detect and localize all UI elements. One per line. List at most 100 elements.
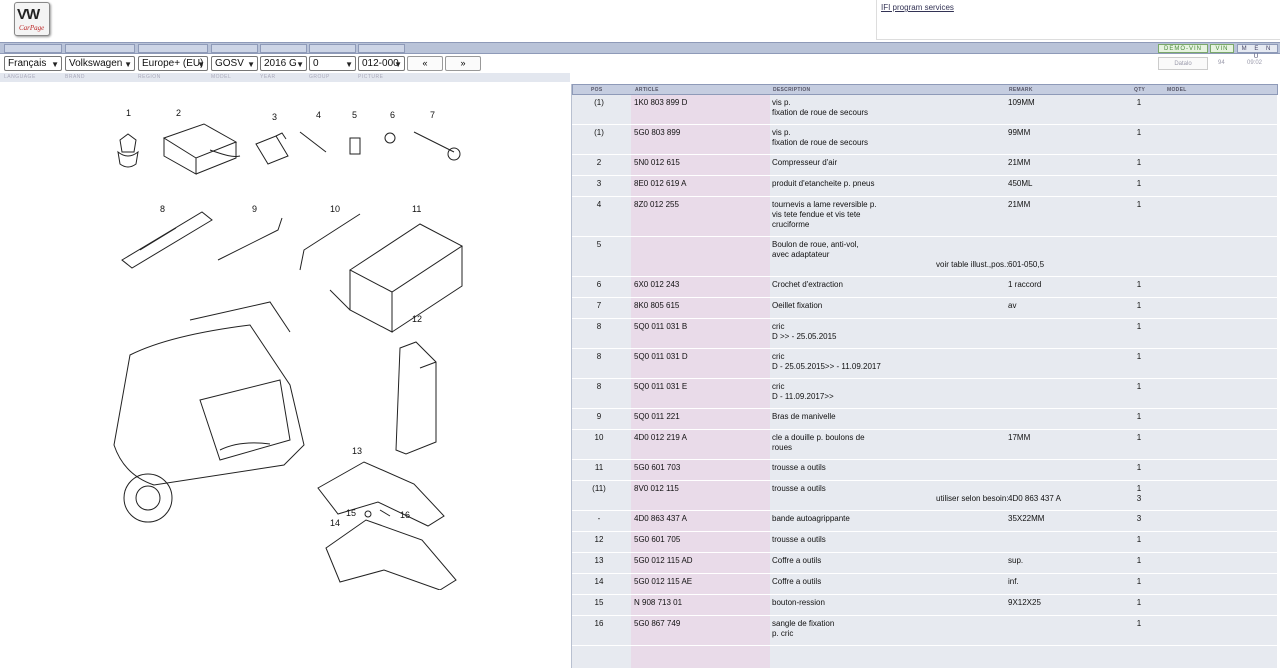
callout-5[interactable]: 5 [352,110,357,120]
part-8-drawing[interactable] [121,211,213,269]
col-qty[interactable]: QTY [1134,87,1146,93]
part-10-drawing[interactable] [299,213,361,271]
part-7-drawing[interactable] [413,131,461,161]
description-cell: D - 25.05.2015>> - 11.09.2017 [772,362,881,371]
callout-9[interactable]: 9 [252,204,257,214]
pos-cell: 13 [594,556,604,565]
callout-1[interactable]: 1 [126,108,131,118]
callout-4[interactable]: 4 [316,110,321,120]
col-description[interactable]: DESCRIPTION [773,87,811,93]
region-select[interactable]: Europe+ (EU)▼ [138,56,208,71]
next-picture-button[interactable]: » [445,56,481,71]
part-5-drawing[interactable] [349,137,361,155]
callout-12[interactable]: 12 [412,314,422,324]
year-select[interactable]: 2016 G▼ [260,56,307,71]
part-14-drawing[interactable] [325,519,457,590]
label-group: GROUP [309,74,330,80]
pos-cell: 8 [596,352,602,361]
prev-picture-button[interactable]: « [407,56,443,71]
car-drawing[interactable] [113,301,305,523]
band-tab-brand[interactable] [65,44,135,53]
callout-15[interactable]: 15 [346,508,356,518]
qty-cell: 1 [1136,280,1142,289]
description-cell: Compresseur d'air [772,158,838,167]
vw-logo[interactable]: VW CarPage [14,2,50,36]
part-12-drawing[interactable] [395,341,437,455]
picture-value: 012-000 [362,58,399,69]
callout-7[interactable]: 7 [430,110,435,120]
callout-10[interactable]: 10 [330,204,340,214]
band-tab-picture[interactable] [358,44,405,53]
model-select[interactable]: GOSV▼ [211,56,258,71]
part-1-drawing[interactable] [117,133,139,168]
part-13-drawing[interactable] [317,461,445,527]
article-cell: 5Q0 011 031 D [634,352,688,361]
callout-3[interactable]: 3 [272,112,277,122]
col-remark[interactable]: REMARK [1009,87,1033,93]
col-article[interactable]: ARTICLE [635,87,659,93]
part-3-drawing[interactable] [255,132,289,165]
callout-14[interactable]: 14 [330,518,340,528]
description-cell: trousse a outils [772,463,826,472]
part-11-drawing[interactable] [329,223,463,333]
article-cell: 5G0 601 703 [634,463,681,472]
article-cell: 8Z0 012 255 [634,200,679,209]
callout-13[interactable]: 13 [352,446,362,456]
datalo-box[interactable]: Datalo [1158,57,1208,70]
band-tab-region[interactable] [138,44,208,53]
remark-cell: inf. [1008,577,1019,586]
menu-button[interactable]: M E N U [1237,44,1278,60]
label-region: REGION [138,74,161,80]
qty-cell: 1 [1136,577,1142,586]
band-tab-year[interactable] [260,44,307,53]
ifi-program-link[interactable]: IFI program services [881,3,954,12]
callout-2[interactable]: 2 [176,108,181,118]
vin-button[interactable]: VIN [1210,44,1234,53]
pos-cell: - [597,514,601,523]
callout-8[interactable]: 8 [160,204,165,214]
col-model[interactable]: MODEL [1167,87,1187,93]
part-15-drawing[interactable] [364,510,372,518]
remark-cell: 9X12X25 [1008,598,1041,607]
band-tab-group[interactable] [309,44,356,53]
callout-6[interactable]: 6 [390,110,395,120]
callout-11[interactable]: 11 [412,204,421,214]
group-select[interactable]: 0▼ [309,56,356,71]
band-tab-model[interactable] [211,44,258,53]
picture-select[interactable]: 012-000▼ [358,56,405,71]
brand-select[interactable]: Volkswagen▼ [65,56,135,71]
col-pos[interactable]: POS [591,87,603,93]
part-2-drawing[interactable] [162,123,241,175]
pos-cell: 11 [594,463,604,472]
callout-16[interactable]: 16 [400,510,410,520]
band-tab-language[interactable] [4,44,62,53]
part-16-drawing[interactable] [379,509,391,517]
language-select[interactable]: Français▼ [4,56,62,71]
qty-cell: 1 [1136,200,1142,209]
demo-vin-button[interactable]: DEMO-VIN [1158,44,1208,53]
part-6-drawing[interactable] [384,132,396,144]
part-9-drawing[interactable] [217,217,283,261]
part-4-drawing[interactable] [299,131,327,153]
